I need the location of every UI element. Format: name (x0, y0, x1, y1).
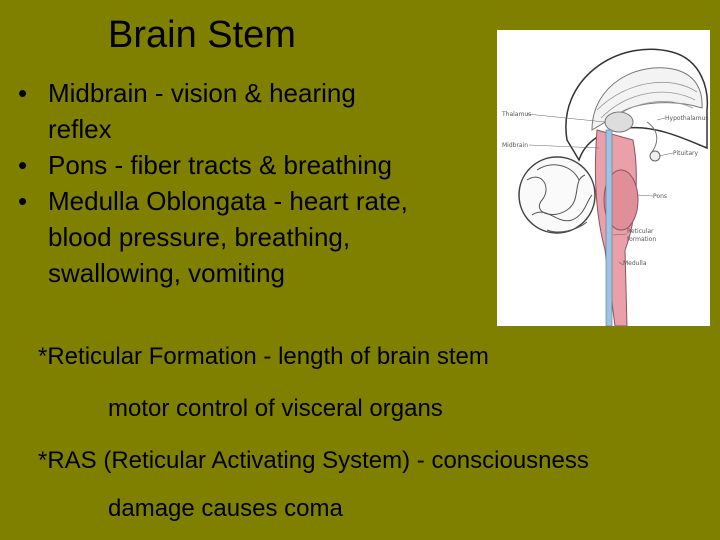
note-reticular-formation: *Reticular Formation - length of brain s… (38, 343, 489, 370)
leader-line (658, 152, 674, 157)
arc-line (596, 81, 698, 111)
bullet-line: Medulla Oblongata - heart rate, (48, 186, 408, 216)
note-coma: damage causes coma (108, 495, 343, 522)
leader-line (656, 117, 666, 121)
bullet-line: Midbrain - vision & hearing (48, 78, 356, 108)
label-reticular: Reticular (627, 228, 654, 235)
note-motor-control: motor control of visceral organs (108, 395, 443, 422)
bullet-list: • Midbrain - vision & hearing reflex • P… (18, 75, 498, 291)
bullet-line: blood pressure, breathing, (48, 222, 351, 252)
bullet-line: reflex (48, 114, 112, 144)
bullet-icon: • (18, 186, 28, 216)
brain-stem-diagram: Thalamus Midbrain Hypothalamus Pituitary… (497, 30, 710, 326)
cerebellum-fold (536, 164, 580, 181)
cerebellum-shape (518, 156, 596, 234)
thalamus-shape (604, 111, 634, 133)
label-midbrain: Midbrain (502, 142, 528, 149)
bullet-icon: • (18, 78, 28, 108)
reticular-formation-band (605, 129, 613, 326)
label-hypothalamus: Hypothalamus (665, 115, 709, 122)
cerebellum-fold (546, 221, 588, 233)
leader-line (636, 194, 654, 197)
bullet-item-medulla: • Medulla Oblongata - heart rate, blood … (18, 183, 498, 291)
label-medulla: Medulla (623, 260, 647, 267)
arc-line (600, 91, 696, 119)
bullet-line: Pons - fiber tracts & breathing (48, 150, 392, 180)
bullet-item-pons: • Pons - fiber tracts & breathing (18, 147, 498, 183)
label-pituitary: Pituitary (673, 150, 698, 157)
bullet-line: swallowing, vomiting (48, 258, 285, 288)
label-thalamus: Thalamus (501, 111, 531, 118)
bullet-item-midbrain: • Midbrain - vision & hearing reflex (18, 75, 498, 147)
cerebellum-fold (531, 194, 593, 222)
brain-stem-illustration: Thalamus Midbrain Hypothalamus Pituitary… (501, 48, 709, 326)
leader-line (618, 261, 624, 266)
label-formation: formation (627, 236, 656, 243)
note-ras: *RAS (Reticular Activating System) - con… (38, 447, 589, 474)
pons-shape (603, 169, 639, 231)
slide-title: Brain Stem (108, 14, 296, 56)
leader-line (526, 113, 606, 123)
hypothalamus-shape (646, 121, 658, 153)
leader-line (528, 144, 600, 149)
bullet-icon: • (18, 150, 28, 180)
label-pons: Pons (653, 193, 667, 200)
leader-line (612, 233, 628, 236)
pituitary-shape (649, 150, 661, 162)
